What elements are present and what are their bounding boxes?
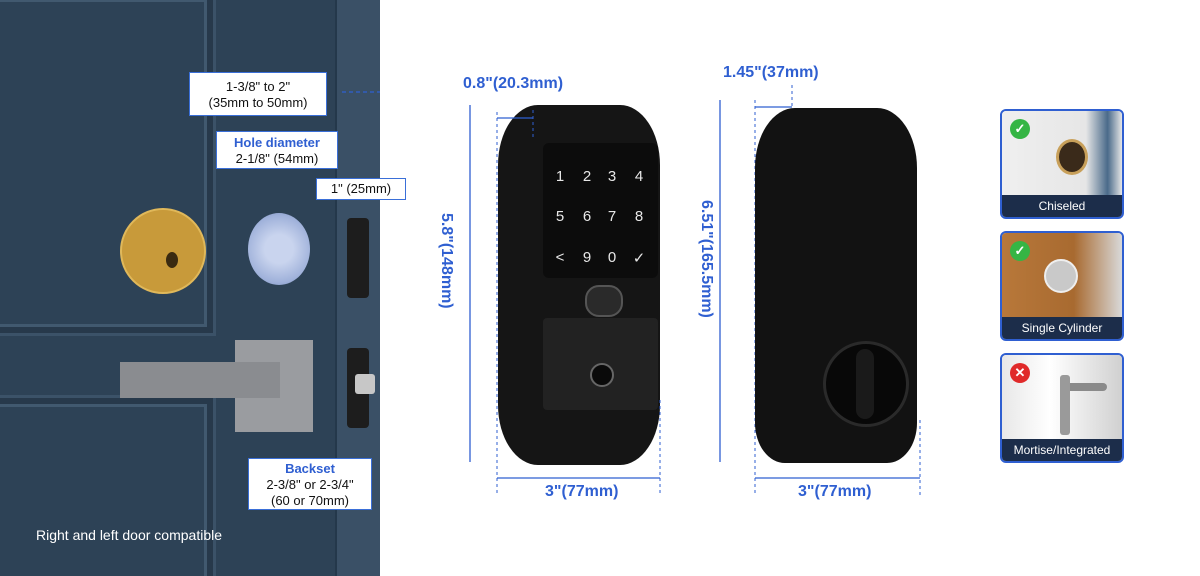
keyhole-icon	[590, 363, 614, 387]
backset-line2: (60 or 70mm)	[270, 493, 350, 508]
key-7[interactable]: 7	[607, 208, 617, 225]
door-type-label: Mortise/Integrated	[1002, 439, 1122, 461]
door-hole	[248, 213, 310, 285]
door-type-label: Chiseled	[1002, 195, 1122, 217]
thickness-callout: 1-3/8" to 2" (35mm to 50mm)	[189, 72, 327, 116]
hole-callout: Hole diameter 2-1/8" (54mm)	[216, 131, 338, 169]
latch-value: 1" (25mm)	[330, 181, 392, 196]
door-type-single-cylinder: ✓ Single Cylinder	[1000, 231, 1124, 341]
key-1[interactable]: 1	[555, 168, 565, 185]
thumb-turn[interactable]	[823, 341, 909, 427]
key-4[interactable]: 4	[634, 168, 644, 185]
key-2[interactable]: 2	[582, 168, 592, 185]
key-confirm[interactable]: ✓	[632, 250, 646, 267]
backset-callout: Backset 2-3/8" or 2-3/4" (60 or 70mm)	[248, 458, 372, 510]
key-8[interactable]: 8	[634, 208, 644, 225]
fingerprint-sensor-icon[interactable]	[585, 285, 623, 317]
check-icon: ✓	[1010, 241, 1030, 261]
thickness-line2: (35mm to 50mm)	[208, 95, 308, 110]
door-type-mortise: ✕ Mortise/Integrated	[1000, 353, 1124, 463]
key-5[interactable]: 5	[555, 208, 565, 225]
back-height-label: 6.51"(165.5mm)	[698, 200, 715, 318]
latch-callout: 1" (25mm)	[316, 178, 406, 200]
door-type-label: Single Cylinder	[1002, 317, 1122, 339]
door-type-chiseled: ✓ Chiseled	[1000, 109, 1124, 219]
hole-title: Hole diameter	[234, 135, 320, 150]
door-panel-upper	[0, 0, 216, 336]
front-width-label: 3"(77mm)	[545, 483, 619, 500]
back-width-label: 3"(77mm)	[798, 483, 872, 500]
cross-icon: ✕	[1010, 363, 1030, 383]
door-panel-lower	[0, 395, 216, 576]
backset-line1: 2-3/8" or 2-3/4"	[266, 477, 354, 492]
key-0[interactable]: 0	[607, 249, 617, 266]
key-6[interactable]: 6	[582, 208, 592, 225]
key-9[interactable]: 9	[582, 249, 592, 266]
handle-lever	[120, 362, 280, 398]
front-depth-label: 0.8"(20.3mm)	[463, 75, 564, 92]
cylinder-plate	[543, 318, 658, 410]
latch-magnified	[120, 208, 206, 294]
hole-value: 2-1/8" (54mm)	[235, 151, 319, 166]
latch-plate-top	[347, 218, 369, 298]
latch-plate-bottom	[347, 348, 375, 428]
compat-caption: Right and left door compatible	[36, 527, 222, 543]
key-3[interactable]: 3	[607, 168, 617, 185]
back-depth-label: 1.45"(37mm)	[723, 64, 819, 81]
lock-back-body	[755, 108, 917, 463]
front-height-label: 5.8"(148mm)	[438, 213, 455, 309]
key-back[interactable]: <	[555, 249, 565, 266]
keypad-panel: 1 2 3 4 5 6 7 8 < 9 0 ✓	[543, 143, 658, 278]
backset-title: Backset	[285, 461, 335, 476]
check-icon: ✓	[1010, 119, 1030, 139]
thickness-line1: 1-3/8" to 2"	[225, 79, 291, 94]
